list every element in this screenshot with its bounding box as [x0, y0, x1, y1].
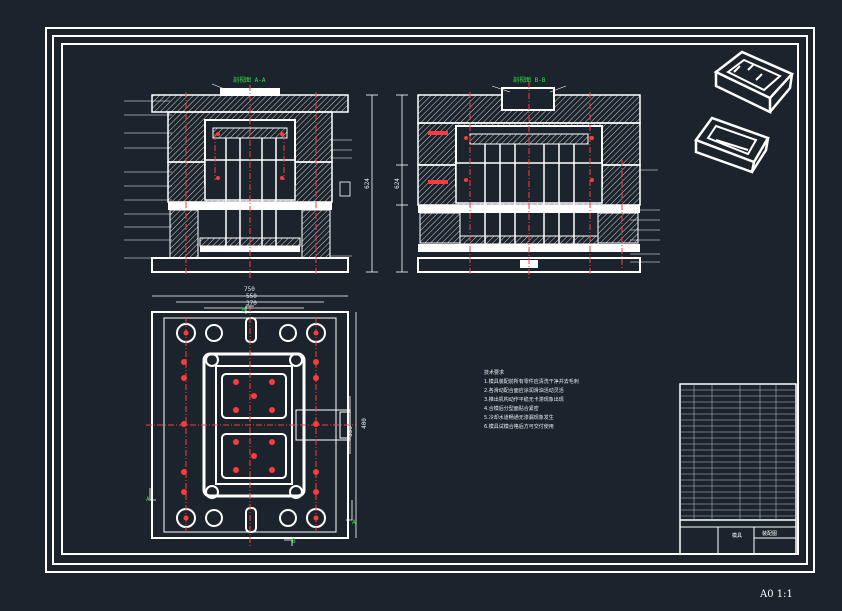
drawing-scale: A0 1:1: [760, 589, 793, 600]
plan-dimension-cavity: 370: [246, 300, 257, 307]
technical-note: 4.合模后分型面贴合紧密: [484, 406, 539, 412]
section-a-a-view: [124, 83, 378, 278]
plan-dimension-width: 350: [346, 426, 354, 437]
section-marker-a-right: A: [352, 519, 356, 526]
parts-list: [680, 384, 796, 520]
technical-note: 6.模具试模合格后方可交付使用: [484, 424, 554, 430]
section-b-b-title: 剖视图 B-B: [513, 77, 546, 84]
part-isometric-view: [694, 50, 795, 174]
section-marker-a-left: A: [146, 496, 150, 503]
section-marker-b-top: B: [242, 307, 246, 314]
section-a-height-dimension: 624: [363, 178, 371, 189]
technical-note: 5.冷却水道畅通无渗漏现象发生: [484, 415, 554, 421]
plan-dimension-height: 400: [360, 418, 368, 429]
technical-note: 1.模具装配前所有零件应清洗干净并去毛刺: [484, 379, 579, 385]
title-block: [679, 383, 797, 555]
title-block-drawing-number: 装配图: [762, 531, 778, 537]
section-marker-b-bottom: B: [292, 538, 296, 545]
title-block-part-name: 模具: [732, 533, 743, 539]
technical-notes: 技术要求 1.模具装配前所有零件应清洗干净并去毛刺 2.各滑动配合面应涂润滑油活…: [484, 369, 579, 432]
technical-note: 2.各滑动配合面应涂润滑油活动灵活: [484, 388, 564, 394]
plan-dimension-overall: 750: [244, 286, 255, 293]
drawing-frame: [45, 27, 815, 573]
section-a-a-title: 剖视图 A-A: [233, 77, 266, 84]
section-b-b-view: [396, 82, 660, 278]
section-b-height-dimension: 624: [393, 178, 401, 189]
technical-notes-heading: 技术要求: [484, 370, 505, 376]
technical-note: 3.推出机构动作平稳无卡滞现象出现: [484, 397, 564, 403]
plan-view: [146, 295, 357, 546]
plan-dimension-inner: 550: [246, 293, 257, 300]
